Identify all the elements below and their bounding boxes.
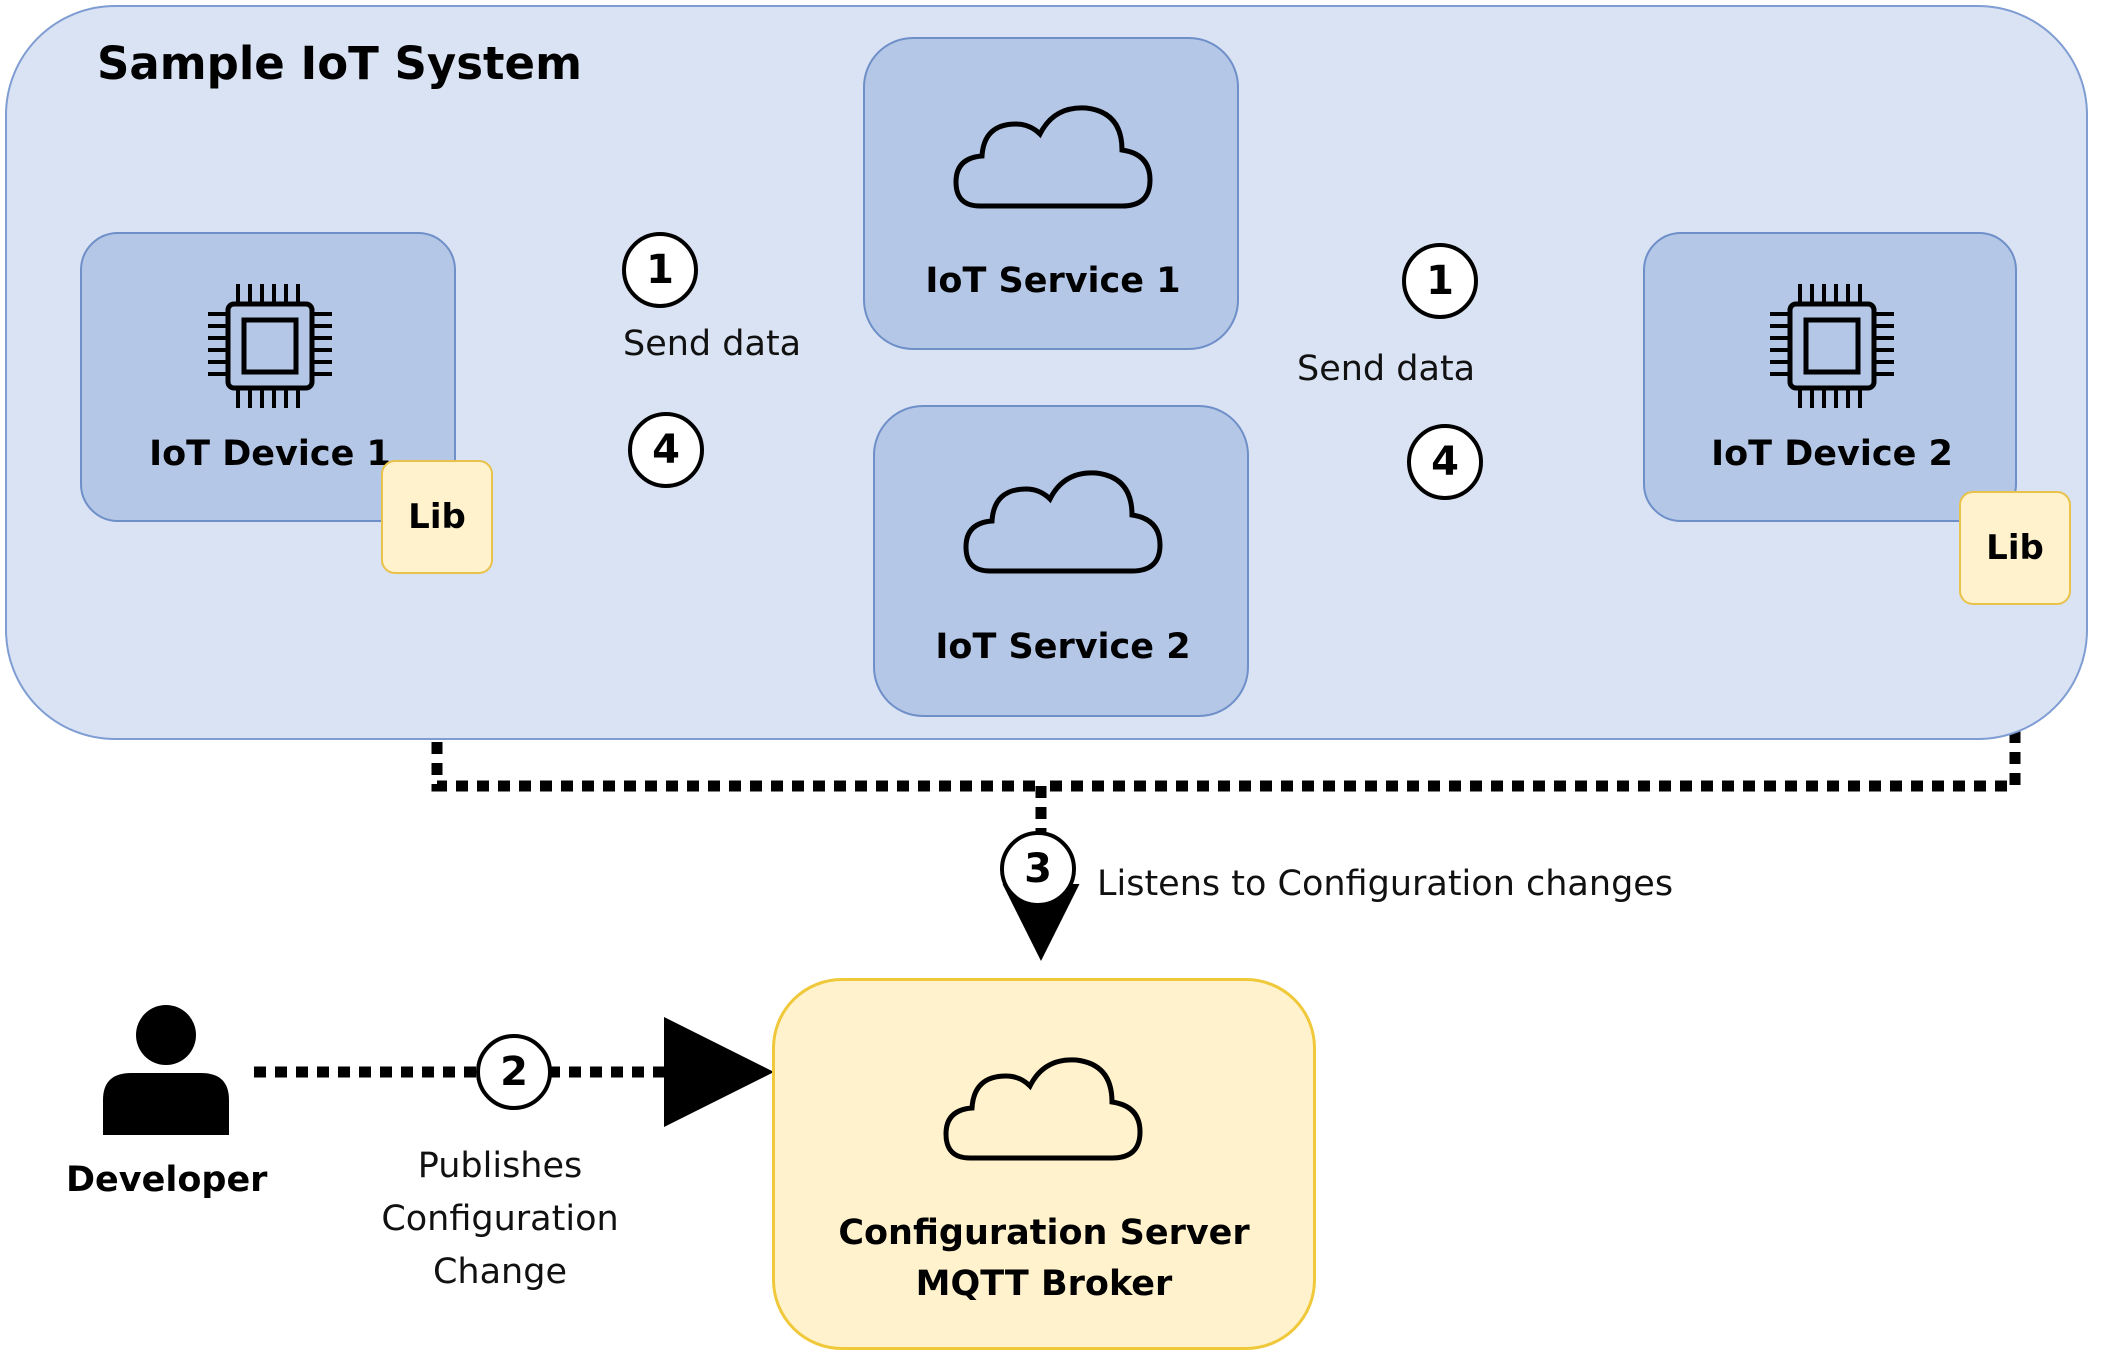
line-lib2-to-bus <box>1041 605 2021 792</box>
send-data-label-right: Send data <box>1297 349 1476 389</box>
cloud-icon <box>953 105 1153 209</box>
listens-label: Listens to Configuration changes <box>1097 864 1674 904</box>
server-label-line2: MQTT Broker <box>915 1264 1173 1304</box>
step-2-badge: 2 <box>476 1034 552 1110</box>
step-4-badge-right: 4 <box>1407 424 1483 500</box>
step-3-badge: 3 <box>1000 831 1076 907</box>
server-label-line1: Configuration Server <box>838 1213 1250 1253</box>
device-2-label: IoT Device 2 <box>1711 434 1953 474</box>
system-title: Sample IoT System <box>97 37 582 90</box>
publishes-label-line1: Publishes <box>417 1146 583 1186</box>
person-icon <box>103 1005 229 1135</box>
cloud-icon <box>943 1057 1143 1161</box>
service-1-label: IoT Service 1 <box>925 261 1181 301</box>
publishes-label: Publishes Configuration Change <box>360 1140 640 1299</box>
chip-icon <box>1770 284 1894 408</box>
send-data-label-left: Send data <box>623 324 802 364</box>
cloud-icon <box>963 470 1163 574</box>
device-1-lib-badge[interactable]: Lib <box>381 460 493 574</box>
service-2-label: IoT Service 2 <box>935 627 1191 667</box>
chip-icon <box>208 284 332 408</box>
publishes-label-line2: Configuration <box>381 1199 619 1239</box>
step-4-badge-left: 4 <box>628 412 704 488</box>
iot-service-1[interactable]: IoT Service 1 <box>863 37 1239 350</box>
iot-service-2[interactable]: IoT Service 2 <box>873 405 1249 717</box>
developer-label: Developer <box>66 1160 268 1200</box>
iot-device-2[interactable]: IoT Device 2 <box>1643 232 2017 522</box>
device-2-lib-badge[interactable]: Lib <box>1959 491 2071 605</box>
step-1-badge-right: 1 <box>1402 243 1478 319</box>
configuration-server[interactable]: Configuration Server MQTT Broker <box>772 978 1316 1350</box>
step-1-badge-left: 1 <box>622 232 698 308</box>
device-1-label: IoT Device 1 <box>149 434 391 474</box>
publishes-label-line3: Change <box>432 1252 567 1292</box>
iot-device-1[interactable]: IoT Device 1 <box>80 232 456 522</box>
